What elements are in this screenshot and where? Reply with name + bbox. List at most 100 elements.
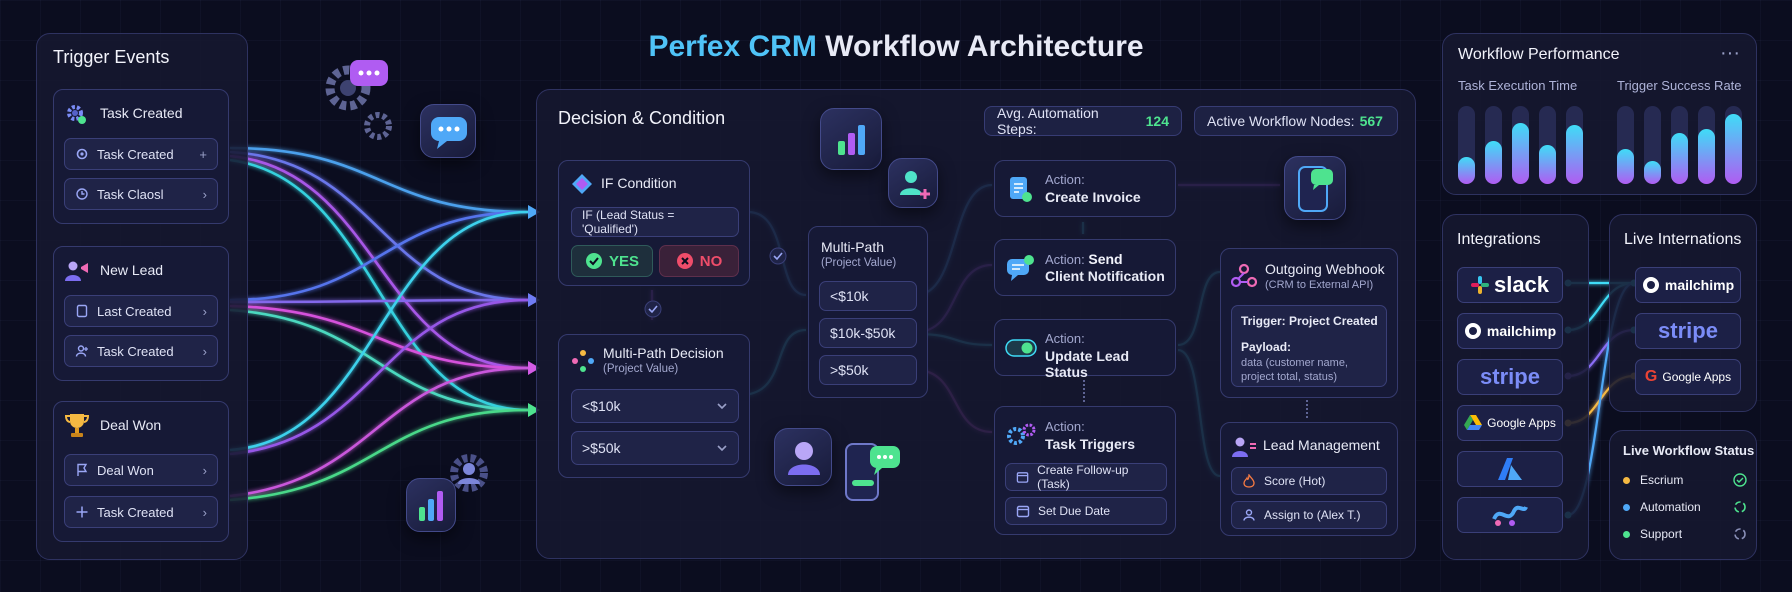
action-title: Create Invoice <box>1045 189 1141 205</box>
trigger-row-task-claosl[interactable]: Task Claosl › <box>64 178 218 210</box>
action-task-triggers[interactable]: Action: Task Triggers Create Follow-up (… <box>994 406 1176 535</box>
dotted-connector <box>1083 380 1085 402</box>
chevron-down-icon <box>717 445 727 452</box>
action-update-lead-status[interactable]: Action: Update Lead Status <box>994 319 1176 380</box>
unknown-app-logo[interactable] <box>1457 497 1563 533</box>
action-kicker-text: Action: <box>1045 252 1085 267</box>
trigger-group-label: New Lead <box>100 262 164 278</box>
workflow-performance-panel: Workflow Performance ··· Task Execution … <box>1442 33 1757 195</box>
trigger-group-new-lead[interactable]: New Lead Last Created › Task Created › <box>53 246 229 381</box>
option-label: >$50k <box>582 440 621 456</box>
status-dot <box>1623 503 1630 511</box>
trigger-group-label: Deal Won <box>100 417 162 433</box>
azure-icon <box>1498 458 1522 480</box>
trigger-events-panel: Trigger Events Task Created Task Created… <box>36 33 248 560</box>
chevron-right-icon[interactable]: › <box>202 504 207 520</box>
document-icon <box>76 304 88 318</box>
flame-icon <box>1243 474 1255 488</box>
expression-text: IF (Lead Status = 'Qualified') <box>582 208 675 236</box>
chart-cube-icon <box>406 478 456 532</box>
task-set-due-date[interactable]: Set Due Date <box>1005 497 1167 525</box>
path-10k-50k[interactable]: $10k-$50k <box>819 318 917 348</box>
task-follow-up[interactable]: Create Follow-up (Task) <box>1005 463 1167 491</box>
chevron-right-icon[interactable]: › <box>202 303 207 319</box>
lead-assign[interactable]: Assign to (Alex T.) <box>1231 501 1387 529</box>
trigger-row-task-created-2[interactable]: Task Created › <box>64 335 218 367</box>
row-label: Task Created <box>97 343 174 359</box>
yes-label: YES <box>608 252 639 270</box>
row-label: Task Claosl <box>97 186 164 202</box>
multi-path-decision-sub: (Project Value) <box>603 363 679 375</box>
google-drive-icon <box>1464 415 1483 430</box>
task-execution-chart <box>1458 106 1594 184</box>
google-apps-logo[interactable]: G Google Apps <box>1635 359 1741 395</box>
gear-icon <box>76 148 88 160</box>
multi-path-decision-title: Multi-Path Decision <box>603 345 724 361</box>
trigger-row-last-created[interactable]: Last Created › <box>64 295 218 327</box>
trigger-success-label: Trigger Success Rate <box>1617 78 1742 93</box>
chevron-right-icon[interactable]: › <box>202 462 207 478</box>
clock-icon <box>76 188 88 200</box>
trigger-row-task-created-3[interactable]: Task Created › <box>64 496 218 528</box>
flag-icon <box>77 463 88 476</box>
performance-menu-icon[interactable]: ··· <box>1720 42 1740 64</box>
multi-path-title: Multi-Path <box>821 239 885 255</box>
chat-icon <box>1007 255 1034 281</box>
trigger-group-task-created[interactable]: Task Created Task Created + Task Claosl … <box>53 89 229 224</box>
performance-bar <box>1671 106 1688 184</box>
lead-score[interactable]: Score (Hot) <box>1231 467 1387 495</box>
action-title: Update Lead Status <box>1045 348 1130 380</box>
mobile-chat-icon <box>1284 156 1346 220</box>
google-apps-logo[interactable]: Google Apps <box>1457 405 1563 441</box>
slack-logo[interactable]: slack <box>1457 267 1563 303</box>
multi-path-card[interactable]: Multi-Path (Project Value) <$10k $10k-$5… <box>808 226 928 398</box>
stripe-logo[interactable]: stripe <box>1457 359 1563 395</box>
lead-management-title: Lead Management <box>1263 437 1380 453</box>
action-create-invoice[interactable]: Action: Create Invoice <box>994 160 1176 217</box>
live-status-heading: Live Workflow Status <box>1623 443 1755 458</box>
path-under-10k[interactable]: <$10k <box>819 281 917 311</box>
chevron-down-icon <box>717 403 727 410</box>
option-label: <$10k <box>582 398 621 414</box>
outgoing-webhook-card[interactable]: Outgoing Webhook (CRM to External API) T… <box>1220 248 1398 398</box>
webhook-trigger: Trigger: Project Created <box>1241 314 1378 328</box>
trigger-group-deal-won[interactable]: Deal Won Deal Won › Task Created › <box>53 401 229 542</box>
live-status-panel: Live Workflow Status Escrium Automation … <box>1609 430 1757 560</box>
chevron-right-icon[interactable]: › <box>202 186 207 202</box>
performance-bar-fill <box>1671 133 1688 184</box>
action-kicker: Action: <box>1045 331 1085 346</box>
performance-bar <box>1485 106 1502 184</box>
plus-icon[interactable]: + <box>199 146 207 162</box>
trigger-row-deal-won[interactable]: Deal Won › <box>64 454 218 486</box>
mailchimp-logo[interactable]: mailchimp <box>1635 267 1741 303</box>
if-condition-card[interactable]: IF Condition IF (Lead Status = 'Qualifie… <box>558 160 750 286</box>
select-under-10k[interactable]: <$10k <box>571 389 739 423</box>
trigger-row-task-created[interactable]: Task Created + <box>64 138 218 170</box>
chevron-right-icon[interactable]: › <box>202 343 207 359</box>
status-dot <box>1623 476 1630 484</box>
webhook-detail-box: Trigger: Project Created Payload: data (… <box>1231 305 1387 387</box>
if-condition-expression[interactable]: IF (Lead Status = 'Qualified') <box>571 207 739 237</box>
row-label: Task Created <box>97 146 174 162</box>
task-execution-label: Task Execution Time <box>1458 78 1578 93</box>
select-over-50k[interactable]: >$50k <box>571 431 739 465</box>
live-internations-heading: Live Internations <box>1624 231 1742 248</box>
multi-path-decision-card[interactable]: Multi-Path Decision (Project Value) <$10… <box>558 334 750 478</box>
no-button[interactable]: NO <box>659 245 739 277</box>
status-label: Support <box>1640 527 1683 541</box>
check-circle-icon <box>585 253 602 269</box>
trigger-group-label: Task Created <box>100 105 183 121</box>
logo-text: mailchimp <box>1486 323 1557 339</box>
avatar-icon <box>774 428 832 486</box>
azure-logo[interactable] <box>1457 451 1563 487</box>
stat-label: Avg. Automation Steps: <box>997 105 1099 137</box>
path-over-50k[interactable]: >$50k <box>819 355 917 385</box>
user-icon <box>1243 509 1255 521</box>
yes-button[interactable]: YES <box>571 245 653 277</box>
stripe-logo[interactable]: stripe <box>1635 313 1741 349</box>
title-accent: Perfex CRM <box>648 30 817 63</box>
action-send-notification[interactable]: Action: Send Client Notification <box>994 239 1176 296</box>
lead-management-card[interactable]: Lead Management Score (Hot) Assign to (A… <box>1220 422 1398 536</box>
row-label: Deal Won <box>97 462 154 478</box>
mailchimp-logo[interactable]: mailchimp <box>1457 313 1563 349</box>
